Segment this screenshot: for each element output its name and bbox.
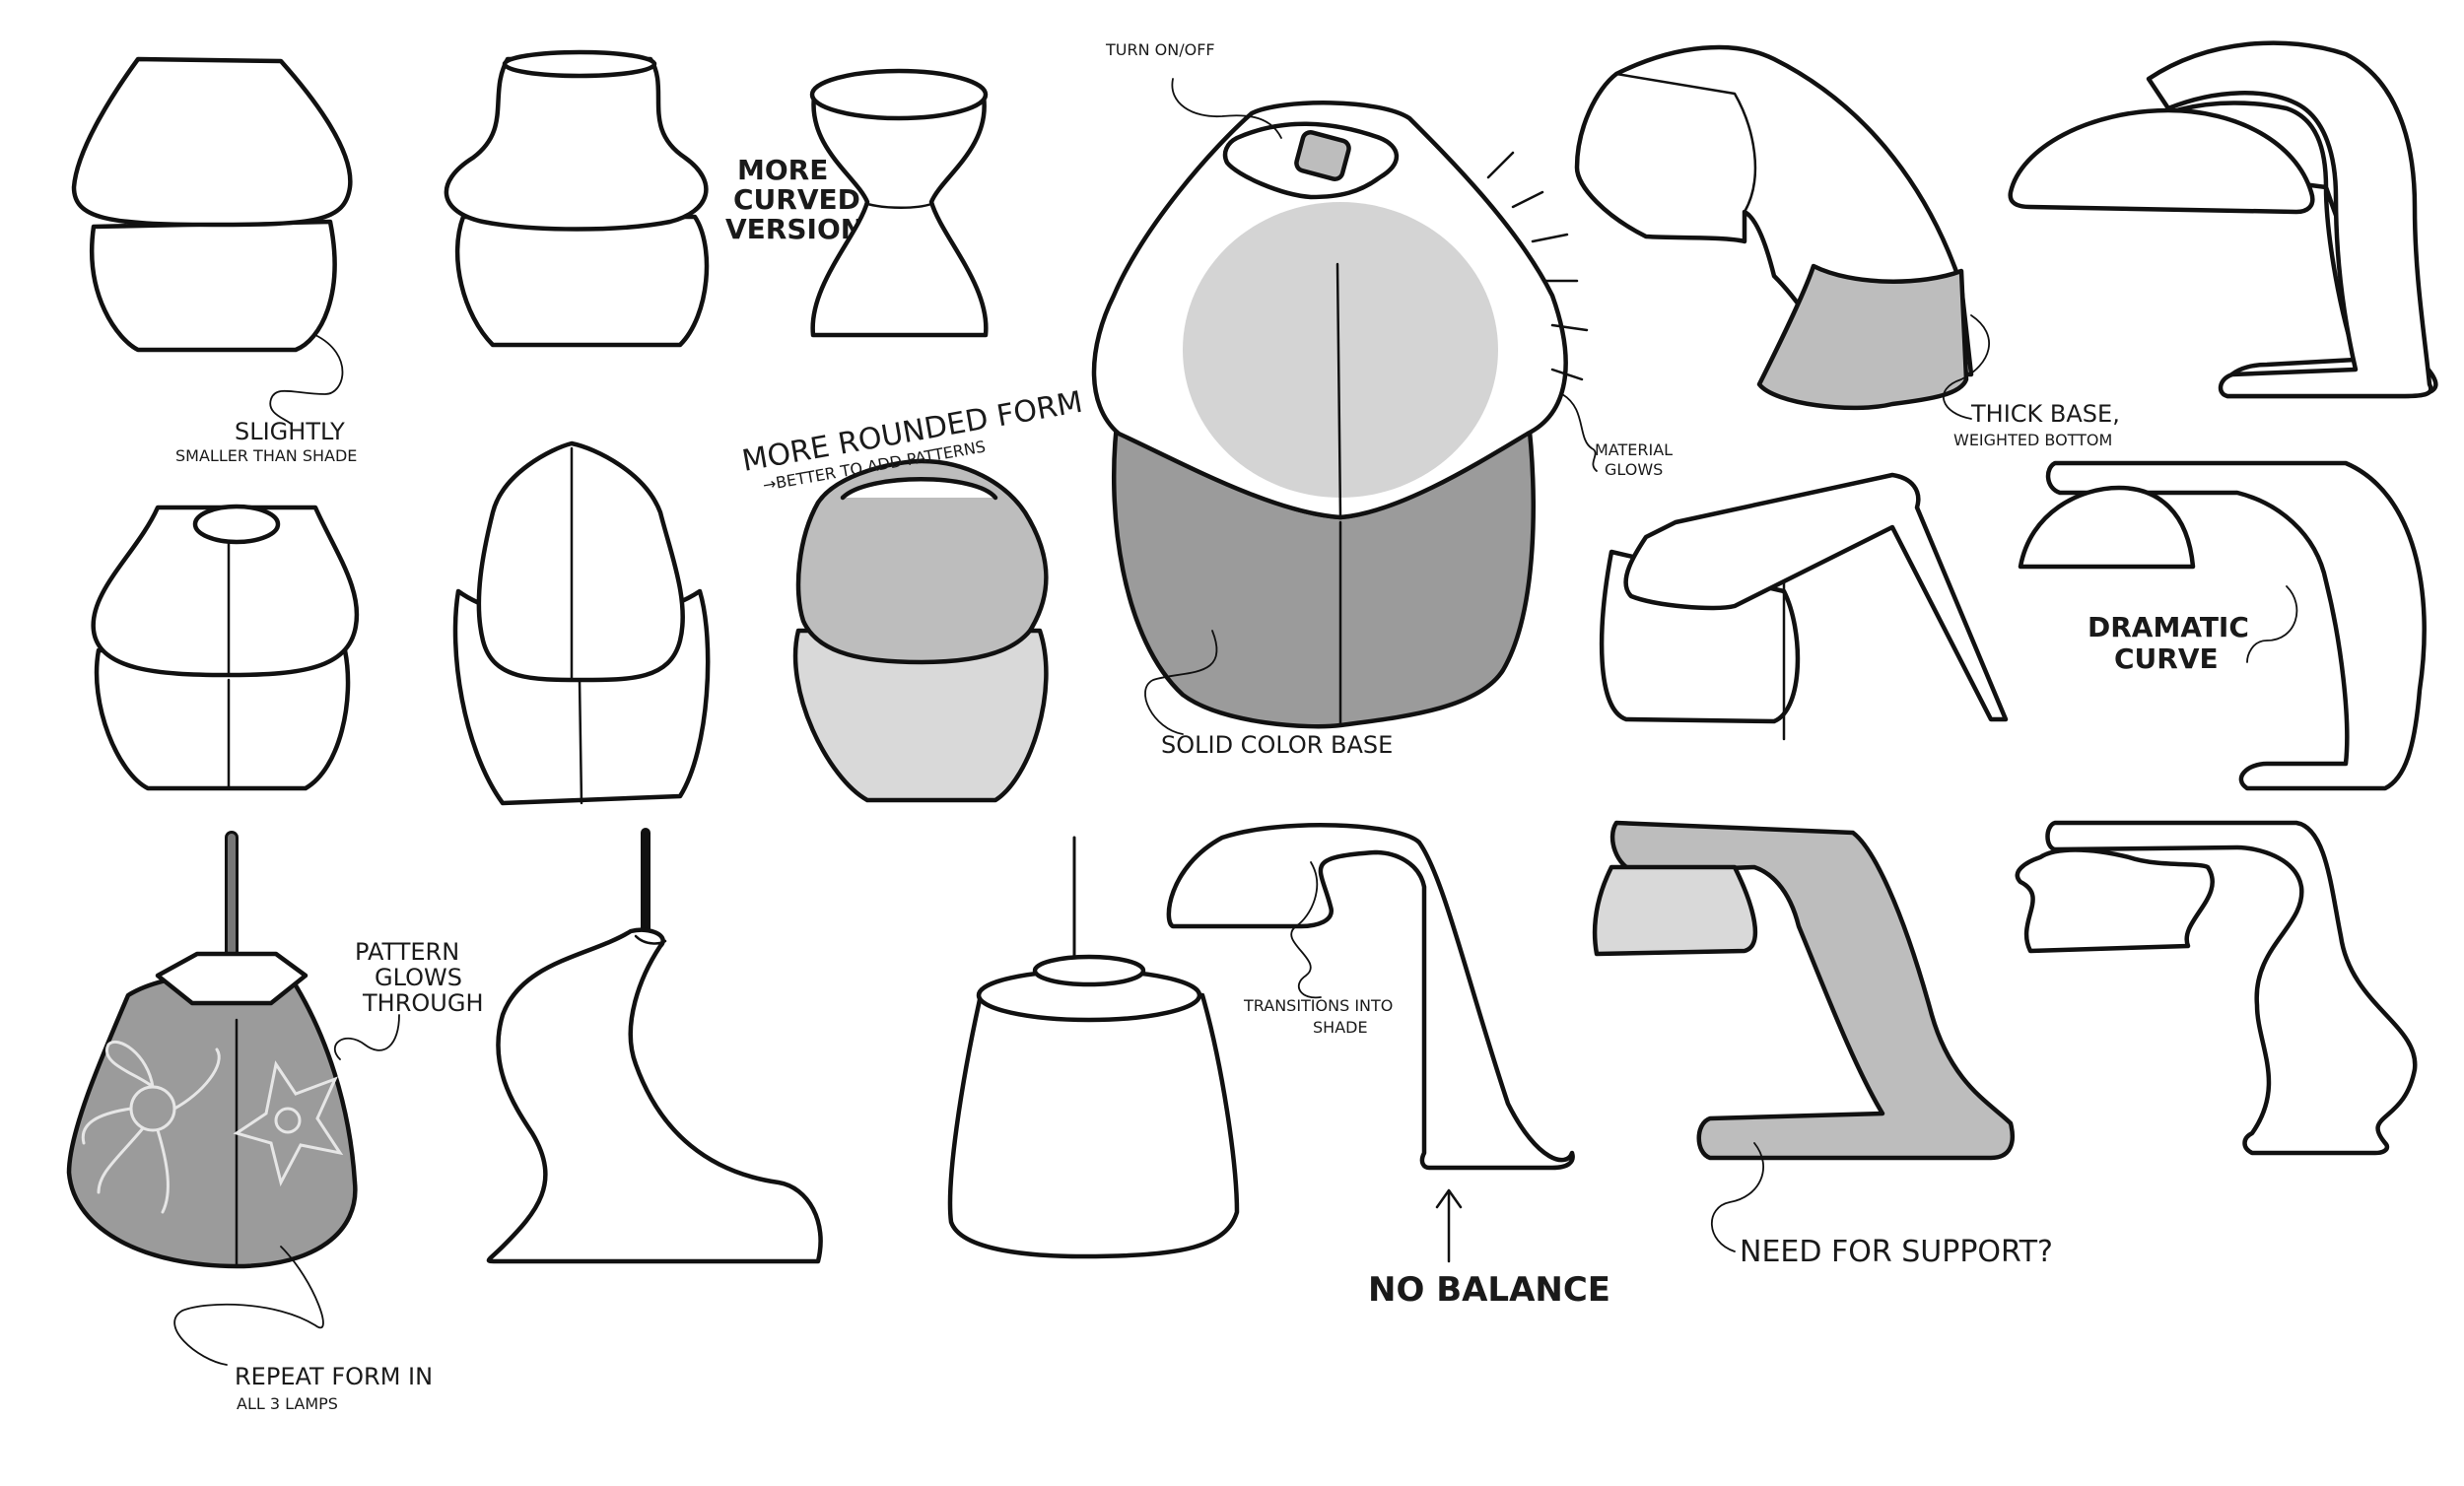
leader-need-support (1710, 1142, 1764, 1252)
lamp-sketch-simple-shade (71, 56, 353, 353)
lamp-sketch-hook (2008, 40, 2438, 399)
leader-repeat-form (173, 1246, 324, 1366)
note-thick-2: WEIGHTED BOTTOM (1953, 431, 2112, 449)
lamp-sketch-faceted (91, 504, 360, 791)
leader-material-glows (1561, 393, 1598, 472)
note-thick-1: THICK BASE, (1970, 400, 2120, 428)
note-pattern-1: PATTERN (355, 938, 459, 966)
lamp-sketch-patterned-pendant (66, 831, 358, 1269)
note-repeat-2: ALL 3 LAMPS (237, 1394, 338, 1413)
note-need-support: NEED FOR SUPPORT? (1740, 1235, 2053, 1269)
lamp-sketch-pendant-cord (947, 836, 1240, 1259)
leader-thick-base (1943, 314, 1990, 420)
pattern-flower (81, 1040, 221, 1214)
note-dramatic-2: CURVE (2114, 642, 2219, 675)
lamp-sketch-hourglass (809, 68, 989, 338)
note-pattern-2: GLOWS (375, 964, 462, 991)
note-turn-on-off: TURN ON/OFF (1105, 40, 1215, 59)
leader-solid-color-base (1144, 630, 1218, 735)
lamp-sketch-rounded-gray (792, 458, 1049, 803)
leader-pattern-glows (333, 1014, 400, 1060)
lamp-sketch-dramatic-curve (2018, 460, 2427, 791)
note-slightly-1: SLIGHTLY (235, 418, 345, 445)
note-material-1: MATERIAL (1595, 440, 1673, 459)
note-transitions-1: TRANSITIONS INTO (1243, 996, 1393, 1015)
leader-dramatic-curve (2246, 585, 2298, 663)
note-more-curved-2: CURVED (733, 183, 860, 216)
note-solid-color-base: SOLID COLOR BASE (1161, 731, 1393, 759)
lamp-sketch-wavy-stand (2015, 820, 2418, 1156)
lamp-sketch-cube-rounded (452, 440, 711, 806)
note-repeat-1: REPEAT FORM IN (235, 1363, 433, 1390)
note-no-balance: NO BALANCE (1368, 1270, 1610, 1310)
glow-rays (1486, 151, 1589, 381)
note-more-curved-1: MORE (737, 154, 828, 186)
note-slightly-2: SMALLER THAN SHADE (175, 446, 357, 465)
arrow-no-balance (1435, 1188, 1463, 1263)
note-transitions-2: SHADE (1313, 1018, 1368, 1037)
lamp-sketch-support-angled (1592, 820, 2016, 1161)
lamp-sketch-curved-shade (444, 49, 710, 348)
leader-turn-on-off (1171, 78, 1282, 139)
leader-transitions (1290, 861, 1322, 999)
pattern-star (233, 1060, 344, 1187)
lamp-sketch-no-balance (1166, 823, 1575, 1171)
lamp-sketch-wave-stand (486, 828, 823, 1264)
note-dramatic-1: DRAMATIC (2088, 611, 2249, 643)
note-pattern-3: THROUGH (362, 989, 483, 1017)
lamp-sketch-cantilever (1599, 472, 2009, 741)
note-material-2: GLOWS (1605, 460, 1663, 479)
lamp-sketch-arc-thick-base (1574, 44, 1974, 411)
lamp-sketch-hero-glowing (1091, 101, 1568, 729)
leader-slightly (269, 334, 344, 425)
